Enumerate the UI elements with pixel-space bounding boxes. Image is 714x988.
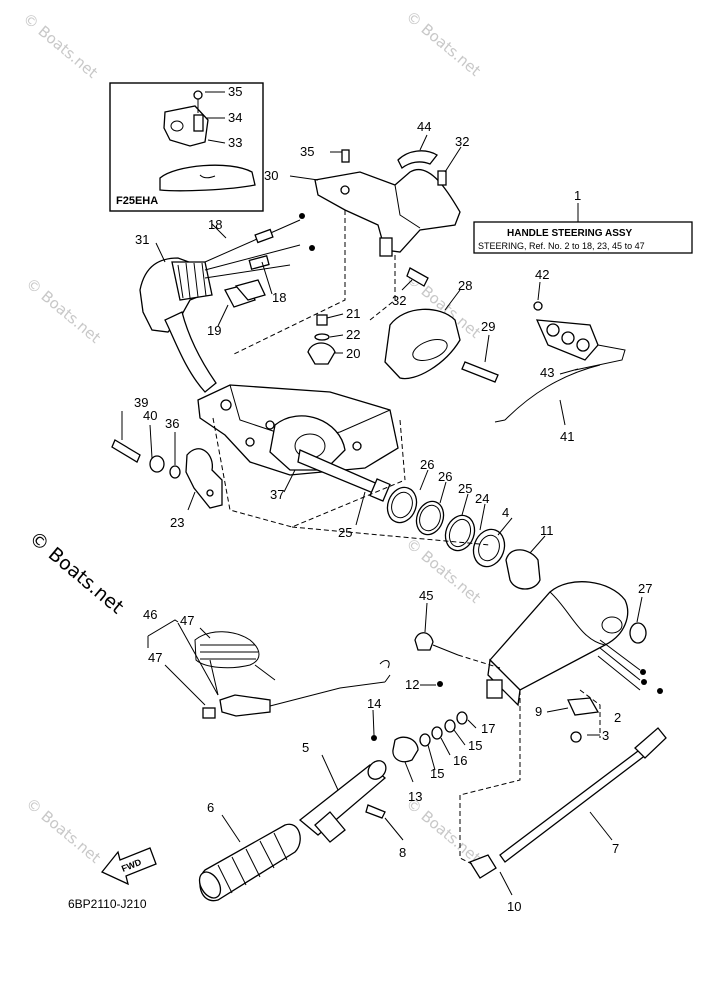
callout: 10: [507, 899, 521, 914]
diagram-code: 6BP2110-J210: [68, 897, 147, 911]
callout: 34: [228, 110, 242, 125]
bolt-stack: [111, 411, 223, 511]
callout: 19: [207, 323, 221, 338]
callout: 5: [302, 740, 309, 755]
callout: 2: [614, 710, 621, 725]
callout: 47: [148, 650, 162, 665]
callout: 3: [602, 728, 609, 743]
kit-box-detail: STEERING, Ref. No. 2 to 18, 23, 45 to 47: [478, 241, 645, 251]
callout: 21: [346, 306, 360, 321]
assembly-kit-box: 1 HANDLE STEERING ASSY STEERING, Ref. No…: [473, 188, 693, 254]
callout: 16: [453, 753, 467, 768]
steering-bracket: [197, 384, 406, 528]
callout: 13: [408, 789, 422, 804]
callout: 35: [300, 144, 314, 159]
upper-bracket: [231, 134, 462, 356]
callout: 35: [228, 84, 242, 99]
callout: 31: [135, 232, 149, 247]
forward-arrow-icon: FWD: [100, 847, 157, 886]
callout: 25: [458, 481, 472, 496]
callout: 17: [481, 721, 495, 736]
callout: 29: [481, 319, 495, 334]
callout: 37: [270, 487, 284, 502]
callout-kit-ref: 1: [574, 188, 581, 203]
watermark-large: © Boats.net: [25, 527, 128, 618]
callout: 15: [468, 738, 482, 753]
callout: 11: [540, 523, 554, 538]
callout: 4: [502, 505, 509, 520]
watermark: © Boats.net: [22, 274, 104, 347]
callout: 26: [420, 457, 434, 472]
callout: 40: [143, 408, 157, 423]
guide-line: [291, 526, 491, 546]
callout: 41: [560, 429, 574, 444]
steering-handle-clamp: [139, 213, 315, 393]
callout: 44: [417, 119, 431, 134]
inset-title: F25EHA: [116, 195, 158, 207]
callout: 36: [165, 416, 179, 431]
throttle-link: [399, 281, 626, 481]
watermark: © Boats.net: [402, 7, 484, 80]
callout: 42: [535, 267, 549, 282]
callout: 18: [272, 290, 286, 305]
callout: 18: [208, 217, 222, 232]
stop-switch-lanyard: [147, 619, 391, 719]
callout: 27: [638, 581, 652, 596]
throttle-shaft: [298, 736, 419, 843]
callout: 28: [458, 278, 472, 293]
small-hardware: [371, 709, 477, 771]
kit-box-title: HANDLE STEERING ASSY: [507, 228, 633, 239]
callout: 46: [143, 607, 157, 622]
callout: 32: [392, 293, 406, 308]
callout: 23: [170, 515, 184, 530]
callout: 30: [264, 168, 278, 183]
throttle-rod: [459, 690, 667, 896]
callout: 12: [405, 677, 419, 692]
cable-clip: [307, 313, 344, 365]
cover-and-bolt: [384, 289, 499, 383]
watermark: © Boats.net: [22, 794, 104, 867]
callout: 6: [207, 800, 214, 815]
callout: 47: [180, 613, 194, 628]
callout: 32: [455, 134, 469, 149]
friction-screw: [414, 602, 501, 687]
callout: 15: [430, 766, 444, 781]
callout: 25: [338, 525, 352, 540]
watermark: © Boats.net: [402, 534, 484, 607]
callout: 8: [399, 845, 406, 860]
watermark: © Boats.net: [19, 9, 101, 82]
tiller-arm-housing: [486, 581, 663, 743]
callout: 22: [346, 327, 360, 342]
callout: 45: [419, 588, 433, 603]
handle-grip: [198, 814, 301, 902]
watermark: © Boats.net: [402, 794, 484, 867]
callout: 7: [612, 841, 619, 856]
inset-f25eha: 35 34 33 F25EHA: [109, 82, 264, 212]
callout: 33: [228, 135, 242, 150]
callout: 39: [134, 395, 148, 410]
callout: 9: [535, 704, 542, 719]
callout: 26: [438, 469, 452, 484]
callout: 20: [346, 346, 360, 361]
callout: 43: [540, 365, 554, 380]
callout: 14: [367, 696, 381, 711]
callout: 24: [475, 491, 489, 506]
